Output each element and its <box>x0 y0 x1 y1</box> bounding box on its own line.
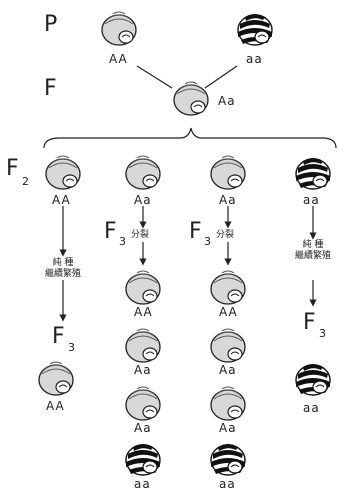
f3-col2-shell-2-icon <box>126 329 160 362</box>
f3-col3-shell-1-icon <box>211 271 245 304</box>
gen-label-f2-sub: 2 <box>22 176 29 187</box>
p-to-f1-line-left <box>137 66 172 88</box>
f2-shell-2-icon <box>126 156 160 189</box>
col1-pure-breed-note: 純 種 繼續繁殖 <box>41 258 85 280</box>
col4-f3-sub: 3 <box>319 328 326 339</box>
gen-label-p: P <box>44 14 57 36</box>
p-plain-shell-icon <box>102 12 136 45</box>
col2-segregation-note: 分裂 <box>131 231 149 240</box>
col2-genotype-2: Aa <box>134 364 152 376</box>
p-genotype-right: aa <box>246 53 263 65</box>
f1-plain-shell-icon <box>174 82 208 115</box>
f2-genotype-1: AA <box>52 194 71 206</box>
col4-pure-breed-note: 純 種 繼續繁殖 <box>291 240 335 262</box>
f2-shell-1-icon <box>46 156 80 189</box>
col2-genotype-1: AA <box>134 306 153 318</box>
f2-shell-3-icon <box>211 156 245 189</box>
col1-f3-genotype: AA <box>46 400 65 412</box>
f3-col4-shell-icon <box>296 364 330 395</box>
col1-f3-label: F <box>52 326 65 348</box>
col2-genotype-3: Aa <box>134 422 152 434</box>
col4-f3-label: F <box>303 312 316 334</box>
p-to-f1-line-right <box>205 66 237 88</box>
gen-label-f1: F <box>44 78 57 100</box>
f3-col3-shell-4-icon <box>211 444 245 475</box>
col3-segregation-note: 分裂 <box>216 231 234 240</box>
col3-genotype-3: Aa <box>219 422 237 434</box>
f3-col2-shell-4-icon <box>126 444 160 475</box>
col1-f3-sub: 3 <box>68 342 75 353</box>
col3-f3-sub: 3 <box>204 236 211 247</box>
f2-genotype-4: aa <box>303 194 320 206</box>
gen-label-f2: F <box>6 158 19 180</box>
col2-genotype-4: aa <box>134 478 151 490</box>
f2-genotype-2: Aa <box>134 194 152 206</box>
f1-genotype: Aa <box>218 95 236 107</box>
col3-genotype-2: Aa <box>219 364 237 376</box>
col3-f3-label: F <box>189 221 202 243</box>
f3-col2-shell-3-icon <box>126 387 160 420</box>
col4-f3-genotype: aa <box>303 402 320 414</box>
p-genotype-left: AA <box>109 53 128 65</box>
f3-col3-shell-3-icon <box>211 387 245 420</box>
f2-shell-4-icon <box>296 158 330 189</box>
f2-brace <box>44 128 336 148</box>
f2-genotype-3: Aa <box>219 194 237 206</box>
f3-col2-shell-1-icon <box>126 271 160 304</box>
col2-f3-sub: 3 <box>119 236 126 247</box>
f3-col1-shell-icon <box>39 362 73 395</box>
p-banded-shell-icon <box>238 14 272 45</box>
col3-genotype-4: aa <box>219 478 236 490</box>
f3-col3-shell-2-icon <box>211 329 245 362</box>
col3-genotype-1: AA <box>219 306 238 318</box>
col2-f3-label: F <box>104 221 117 243</box>
